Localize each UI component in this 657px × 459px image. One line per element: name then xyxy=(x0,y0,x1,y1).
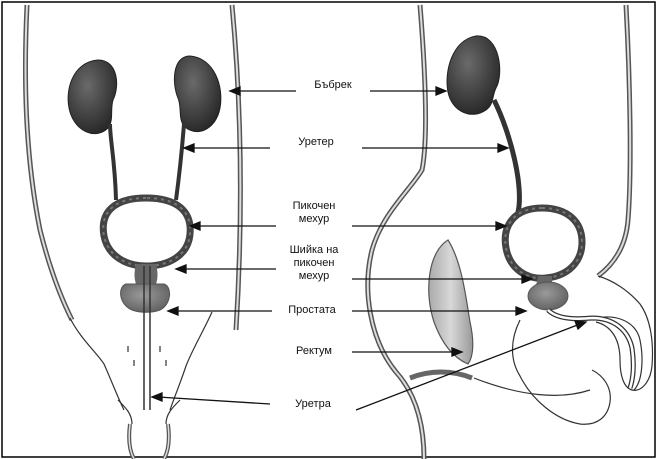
label-prostate: Простата xyxy=(272,304,352,317)
label-urethra: Уретра xyxy=(270,398,356,411)
ureter-left xyxy=(110,124,116,200)
label-ureter-text: Уретер xyxy=(298,136,334,148)
label-bladder: Пикочен мехур xyxy=(276,200,352,226)
prostate-front xyxy=(121,284,170,312)
bladder-neck-front xyxy=(135,264,158,284)
label-rectum-text: Ректум xyxy=(296,345,332,357)
label-kidney-text: Бъбрек xyxy=(314,79,351,91)
scrotum-outline xyxy=(513,320,611,424)
kidney-side xyxy=(447,36,500,114)
groin-outline-right xyxy=(170,312,212,410)
front-view xyxy=(25,5,240,459)
label-urethra-text: Уретра xyxy=(295,398,331,410)
ureter-side xyxy=(494,100,520,212)
rectum-side xyxy=(429,240,473,364)
label-bladder-line2: мехур xyxy=(276,213,352,226)
label-kidney: Бъбрек xyxy=(296,79,370,92)
front-body-outline-left xyxy=(25,5,72,320)
side-view xyxy=(368,5,653,459)
label-bladder-neck: Шийка на пикочен мехур xyxy=(276,244,352,283)
side-body-outline-back xyxy=(368,5,426,459)
urethra-side xyxy=(548,310,633,388)
label-bladder-neck-line1: Шийка на xyxy=(276,244,352,257)
label-rectum: Ректум xyxy=(276,345,352,358)
label-ureter: Уретер xyxy=(270,136,362,149)
label-bladder-neck-line2: пикочен xyxy=(276,257,352,270)
kidney-right xyxy=(174,56,220,132)
prostate-side xyxy=(528,282,568,310)
label-prostate-text: Простата xyxy=(288,304,335,316)
ureter-right xyxy=(176,124,184,200)
groin-outline-left xyxy=(70,318,124,410)
label-bladder-line1: Пикочен xyxy=(276,200,352,213)
kidney-left xyxy=(68,60,117,134)
label-bladder-neck-line3: мехур xyxy=(276,270,352,283)
